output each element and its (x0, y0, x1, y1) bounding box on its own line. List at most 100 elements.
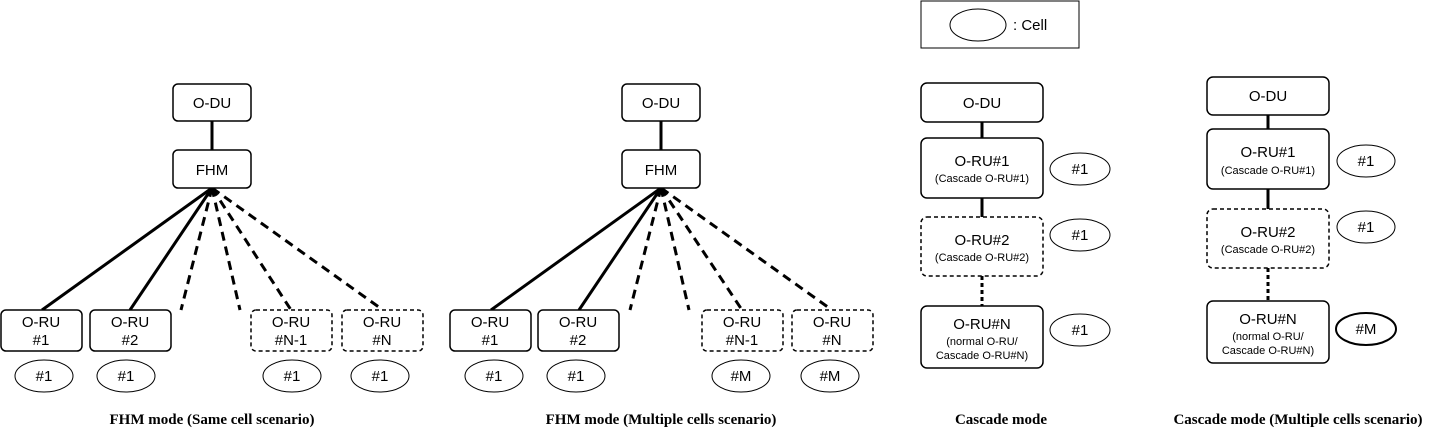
cell-ellipse (1049, 313, 1111, 347)
oru-box (449, 309, 532, 352)
link-ru-2 (128, 187, 214, 311)
oru-title: O-RU#N (953, 316, 1011, 333)
fhm-box (172, 149, 252, 189)
oru-box (701, 309, 784, 352)
cell-label: #1 (486, 368, 503, 385)
oru-label-line2: #1 (482, 332, 499, 349)
link-ru-more (210, 187, 242, 311)
oru-node: O-RU #N #1 (341, 309, 424, 393)
oru-label-line1: O-RU (363, 314, 401, 331)
legend-label: : Cell (1013, 17, 1047, 34)
oru-label-line1: O-RU (22, 314, 60, 331)
oru-subtitle: Cascade O-RU#N) (936, 350, 1028, 362)
oru-box (920, 305, 1044, 369)
odu-box (920, 82, 1044, 123)
fhm-label: FHM (645, 162, 678, 179)
link-ru-more (659, 187, 691, 311)
oru-box (791, 309, 874, 352)
diagram-fhm-same-cell: O-DU FHM O-RU #1 #1 O-RU #2 #1 O-RU #N-1… (0, 83, 424, 428)
oru-subtitle: (Cascade O-RU#1) (935, 173, 1029, 185)
cell-ellipse (464, 359, 524, 393)
oru-title: O-RU#2 (954, 232, 1009, 249)
cell-label: #1 (1358, 153, 1375, 170)
oru-label-line2: #N-1 (275, 332, 308, 349)
cell-ellipse (546, 359, 606, 393)
cell-label: #1 (372, 368, 389, 385)
oru-label-line2: #N-1 (726, 332, 759, 349)
odu-label: O-DU (193, 95, 231, 112)
oru-label-line1: O-RU (272, 314, 310, 331)
cell-ellipse (1335, 312, 1397, 346)
link-ru-1 (41, 186, 213, 312)
link-ru-2 (577, 187, 663, 311)
odu-box (1206, 76, 1330, 116)
fhm-label: FHM (196, 162, 229, 179)
oru-box (537, 309, 620, 352)
oru-node: O-RU #2 #1 (537, 309, 620, 393)
diagram-fhm-multi-cell: O-DU FHM O-RU #1 #1 O-RU #2 #1 O-RU #N-1… (449, 83, 874, 428)
oru-box (250, 309, 333, 352)
cell-label: #1 (1072, 161, 1089, 178)
cell-label: #M (731, 368, 752, 385)
oru-node: O-RU #N-1 #M (701, 309, 784, 393)
oru-box (0, 309, 83, 352)
diagram-cascade-multi-cell: O-DU O-RU#1 (Cascade O-RU#1) #1 O-RU#2 (… (1173, 76, 1423, 428)
diagram-caption: Cascade mode (955, 412, 1047, 428)
oru-node: O-RU#2 (Cascade O-RU#2) #1 (1206, 208, 1396, 269)
oru-subtitle: (normal O-RU/ (946, 336, 1018, 348)
cell-label: #1 (36, 368, 53, 385)
oru-box (341, 309, 424, 352)
oru-title: O-RU#N (1239, 311, 1297, 328)
oru-label-line1: O-RU (813, 314, 851, 331)
oru-node: O-RU#N (normal O-RU/ Cascade O-RU#N) #1 (920, 305, 1111, 369)
oru-node: O-RU#N (normal O-RU/ Cascade O-RU#N) #M (1206, 300, 1397, 364)
cell-ellipse (350, 359, 410, 393)
link-ru-n (211, 186, 384, 312)
oru-node: O-RU #2 #1 (89, 309, 172, 393)
cell-label: #M (820, 368, 841, 385)
oru-node: O-RU #1 #1 (449, 309, 532, 393)
odu-label: O-DU (963, 95, 1001, 112)
cell-label: #1 (118, 368, 135, 385)
oru-node: O-RU #N #M (791, 309, 874, 393)
cell-ellipse (1336, 144, 1396, 178)
cell-ellipse (14, 359, 74, 393)
oru-box (920, 216, 1044, 277)
oru-subtitle: (Cascade O-RU#2) (935, 252, 1029, 264)
oru-subtitle: (Cascade O-RU#2) (1221, 244, 1315, 256)
cell-label: #1 (1072, 227, 1089, 244)
odu-box (172, 83, 252, 122)
cell-ellipse (800, 359, 860, 393)
oru-label-line1: O-RU (723, 314, 761, 331)
oru-title: O-RU#2 (1240, 224, 1295, 241)
link-ru-n (660, 186, 833, 312)
oru-box (920, 137, 1044, 199)
link-ru-n-1 (659, 187, 744, 311)
link-ru-1 (490, 186, 662, 312)
oru-node: O-RU#1 (Cascade O-RU#1) #1 (1206, 128, 1396, 190)
oru-title: O-RU#1 (1240, 144, 1295, 161)
oru-subtitle: (normal O-RU/ (1232, 331, 1304, 343)
link-ru-more (179, 187, 214, 311)
oru-subtitle: Cascade O-RU#N) (1222, 345, 1314, 357)
oru-label-line1: O-RU (559, 314, 597, 331)
diagram-caption: Cascade mode (Multiple cells scenario) (1173, 412, 1422, 428)
oru-node: O-RU#2 (Cascade O-RU#2) #1 (920, 216, 1111, 277)
oru-label-line2: #2 (122, 332, 139, 349)
oru-label-line2: #1 (33, 332, 50, 349)
diagram-cascade: O-DU O-RU#1 (Cascade O-RU#1) #1 O-RU#2 (… (920, 82, 1111, 428)
odu-label: O-DU (1249, 88, 1287, 105)
cell-ellipse (711, 359, 771, 393)
oru-node: O-RU #1 #1 (0, 309, 83, 393)
diagram-caption: FHM mode (Multiple cells scenario) (546, 412, 777, 428)
cell-ellipse (262, 359, 322, 393)
legend-cell-ellipse (949, 8, 1007, 42)
oru-label-line2: #N (372, 332, 391, 349)
oru-title: O-RU#1 (954, 153, 1009, 170)
oru-node: O-RU #N-1 #1 (250, 309, 333, 393)
diagram-caption: FHM mode (Same cell scenario) (110, 412, 315, 428)
oru-subtitle: (Cascade O-RU#1) (1221, 165, 1315, 177)
fhm-box (621, 149, 701, 189)
link-ru-more (628, 187, 663, 311)
